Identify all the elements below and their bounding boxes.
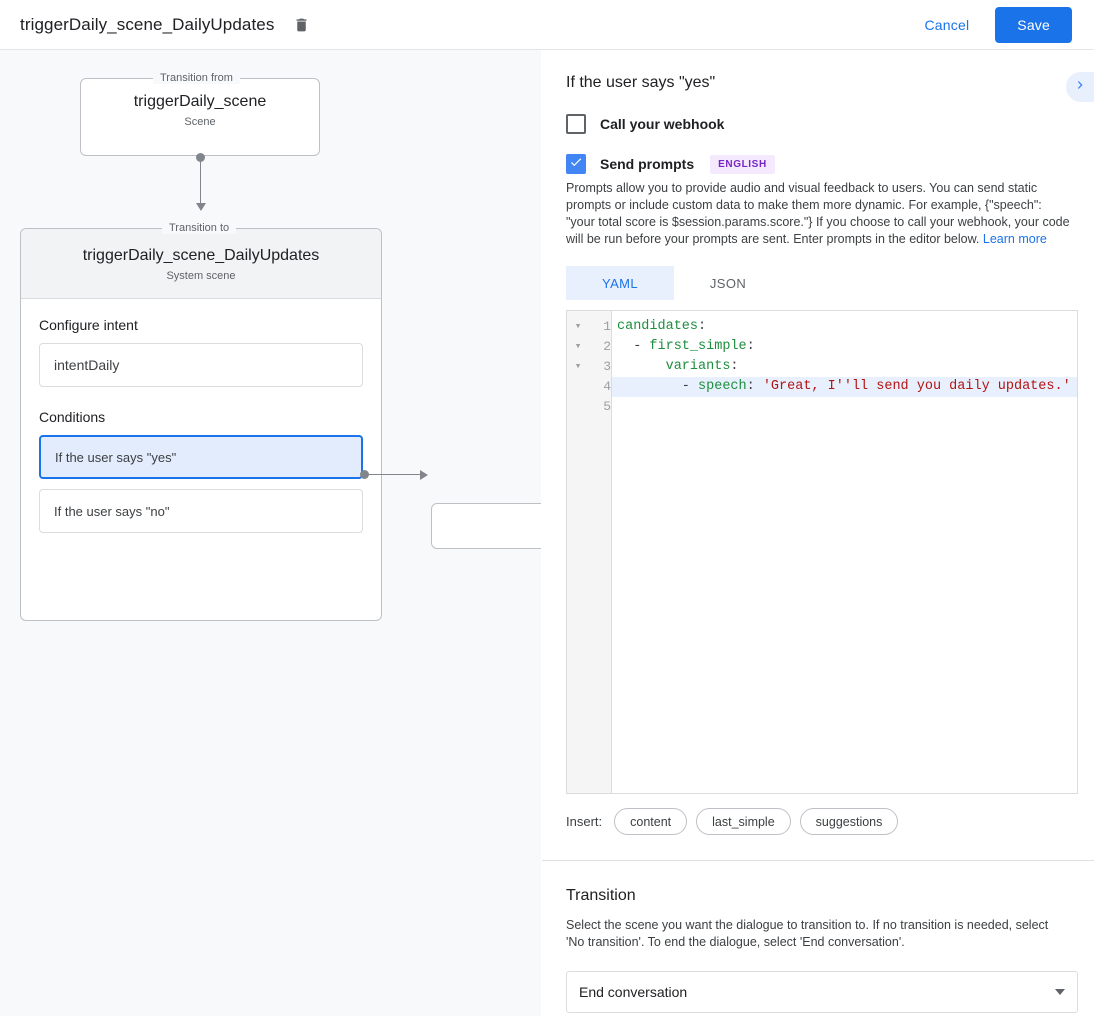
fold-toggle[interactable]: ▾	[574, 341, 582, 353]
line-number: 2	[603, 339, 611, 354]
line-number: 3	[603, 359, 611, 374]
condition-item-no[interactable]: If the user says "no"	[39, 489, 363, 533]
condition-edge-dot	[360, 470, 369, 479]
save-button[interactable]: Save	[995, 6, 1072, 43]
code-token: -	[617, 379, 699, 394]
transition-from-subtitle: Scene	[184, 116, 216, 128]
code-token: :	[746, 339, 755, 354]
conditions-heading: Conditions	[39, 409, 106, 425]
scene-graph-canvas[interactable]: Transition from triggerDaily_scene Scene…	[0, 50, 541, 1016]
send-prompts-row[interactable]: Send prompts ENGLISH	[566, 154, 1072, 174]
prompts-description-text: Prompts allow you to provide audio and v…	[566, 181, 1070, 246]
insert-chip-row: Insert: content last_simple suggestions	[566, 808, 1072, 835]
send-prompts-label: Send prompts	[600, 156, 695, 172]
code-token: -	[617, 339, 650, 354]
transition-from-title: triggerDaily_scene	[133, 93, 267, 110]
language-badge: ENGLISH	[710, 154, 775, 174]
edge-arrowhead-down	[196, 203, 206, 211]
insert-label: Insert:	[566, 814, 603, 829]
call-webhook-checkbox[interactable]	[566, 114, 586, 134]
code-token: speech	[698, 379, 747, 394]
transition-to-subtitle: System scene	[166, 270, 236, 282]
learn-more-link[interactable]: Learn more	[982, 232, 1047, 246]
details-panel: If the user says "yes" Call your webhook…	[542, 50, 1094, 1016]
chevron-down-icon	[1055, 989, 1065, 995]
condition-edge-line	[368, 474, 422, 475]
code-line: - first_simple:	[612, 337, 1077, 357]
line-number: 1	[603, 319, 611, 334]
tab-json[interactable]: JSON	[709, 275, 747, 291]
top-app-bar: triggerDaily_scene_DailyUpdates Cancel S…	[0, 0, 1094, 50]
transition-from-legend: Transition from	[153, 72, 240, 84]
conditions-section: Conditions If the user says "yes" If the…	[21, 387, 381, 533]
trash-icon	[293, 16, 310, 34]
configure-intent-heading: Configure intent	[39, 317, 138, 333]
code-token: :	[746, 379, 763, 394]
transition-to-node[interactable]: Transition to triggerDaily_scene_DailyUp…	[20, 222, 382, 621]
transition-heading: Transition	[566, 887, 636, 904]
edge-vertical-line	[200, 157, 201, 205]
condition-item-yes[interactable]: If the user says "yes"	[39, 435, 363, 479]
chevron-right-icon	[1072, 77, 1088, 98]
call-webhook-label: Call your webhook	[600, 116, 725, 132]
editor-fold-gutter[interactable]: ▾ ▾ ▾	[567, 311, 589, 793]
check-icon	[569, 155, 583, 174]
insert-chip-last-simple[interactable]: last_simple	[696, 808, 791, 835]
transition-select[interactable]: End conversation	[566, 971, 1078, 1013]
code-token: first_simple	[649, 339, 747, 354]
transition-description: Select the scene you want the dialogue t…	[566, 918, 1049, 949]
fold-toggle[interactable]: ▾	[574, 321, 582, 333]
cancel-button[interactable]: Cancel	[913, 9, 982, 41]
fold-toggle[interactable]: ▾	[574, 361, 582, 373]
code-token: :	[698, 319, 707, 334]
call-webhook-row[interactable]: Call your webhook	[566, 114, 1072, 134]
editor-line-numbers: 1 2 3 4 5	[589, 311, 612, 793]
insert-chip-content[interactable]: content	[614, 808, 688, 835]
code-token: 'Great, I''ll send you daily updates.'	[762, 379, 1071, 394]
prompts-description: Prompts allow you to provide audio and v…	[566, 180, 1072, 248]
prompt-code-editor[interactable]: ▾ ▾ ▾ 1 2 3 4 5 candidates: - first_simple: va…	[566, 310, 1078, 794]
send-prompts-checkbox[interactable]	[566, 154, 586, 174]
page-title: triggerDaily_scene_DailyUpdates	[20, 14, 275, 34]
code-token: candidates	[617, 319, 699, 334]
code-line: variants:	[612, 357, 1077, 377]
transition-to-title: triggerDaily_scene_DailyUpdates	[82, 247, 320, 264]
transition-select-value: End conversation	[579, 984, 688, 1000]
transition-to-header: triggerDaily_scene_DailyUpdates System s…	[21, 229, 381, 299]
condition-edge-arrowhead	[420, 470, 428, 480]
code-token	[617, 359, 666, 374]
fold-toggle	[567, 377, 589, 397]
editor-format-tabs: YAML JSON	[566, 266, 1072, 300]
code-line: - speech: 'Great, I''ll send you daily u…	[612, 377, 1077, 397]
code-line	[612, 397, 1077, 417]
intent-field[interactable]: intentDaily	[39, 343, 363, 387]
configure-intent-section: Configure intent intentDaily	[21, 299, 381, 387]
insert-chip-suggestions[interactable]: suggestions	[799, 808, 899, 835]
transition-from-node[interactable]: Transition from triggerDaily_scene Scene	[80, 72, 320, 156]
section-divider	[542, 860, 1094, 861]
fold-toggle	[567, 397, 589, 417]
line-number: 4	[603, 379, 611, 394]
line-number: 5	[603, 399, 611, 414]
editor-code-area[interactable]: candidates: - first_simple: variants: - …	[612, 311, 1077, 793]
code-line: candidates:	[612, 317, 1077, 337]
tab-yaml[interactable]: YAML	[566, 266, 674, 300]
code-token: variants	[665, 359, 731, 374]
code-token: :	[730, 359, 739, 374]
panel-title: If the user says "yes"	[566, 74, 716, 91]
target-scene-node[interactable]	[431, 503, 541, 549]
delete-button[interactable]	[288, 12, 314, 38]
expand-panel-button[interactable]	[1066, 72, 1094, 102]
transition-to-legend: Transition to	[162, 222, 237, 234]
